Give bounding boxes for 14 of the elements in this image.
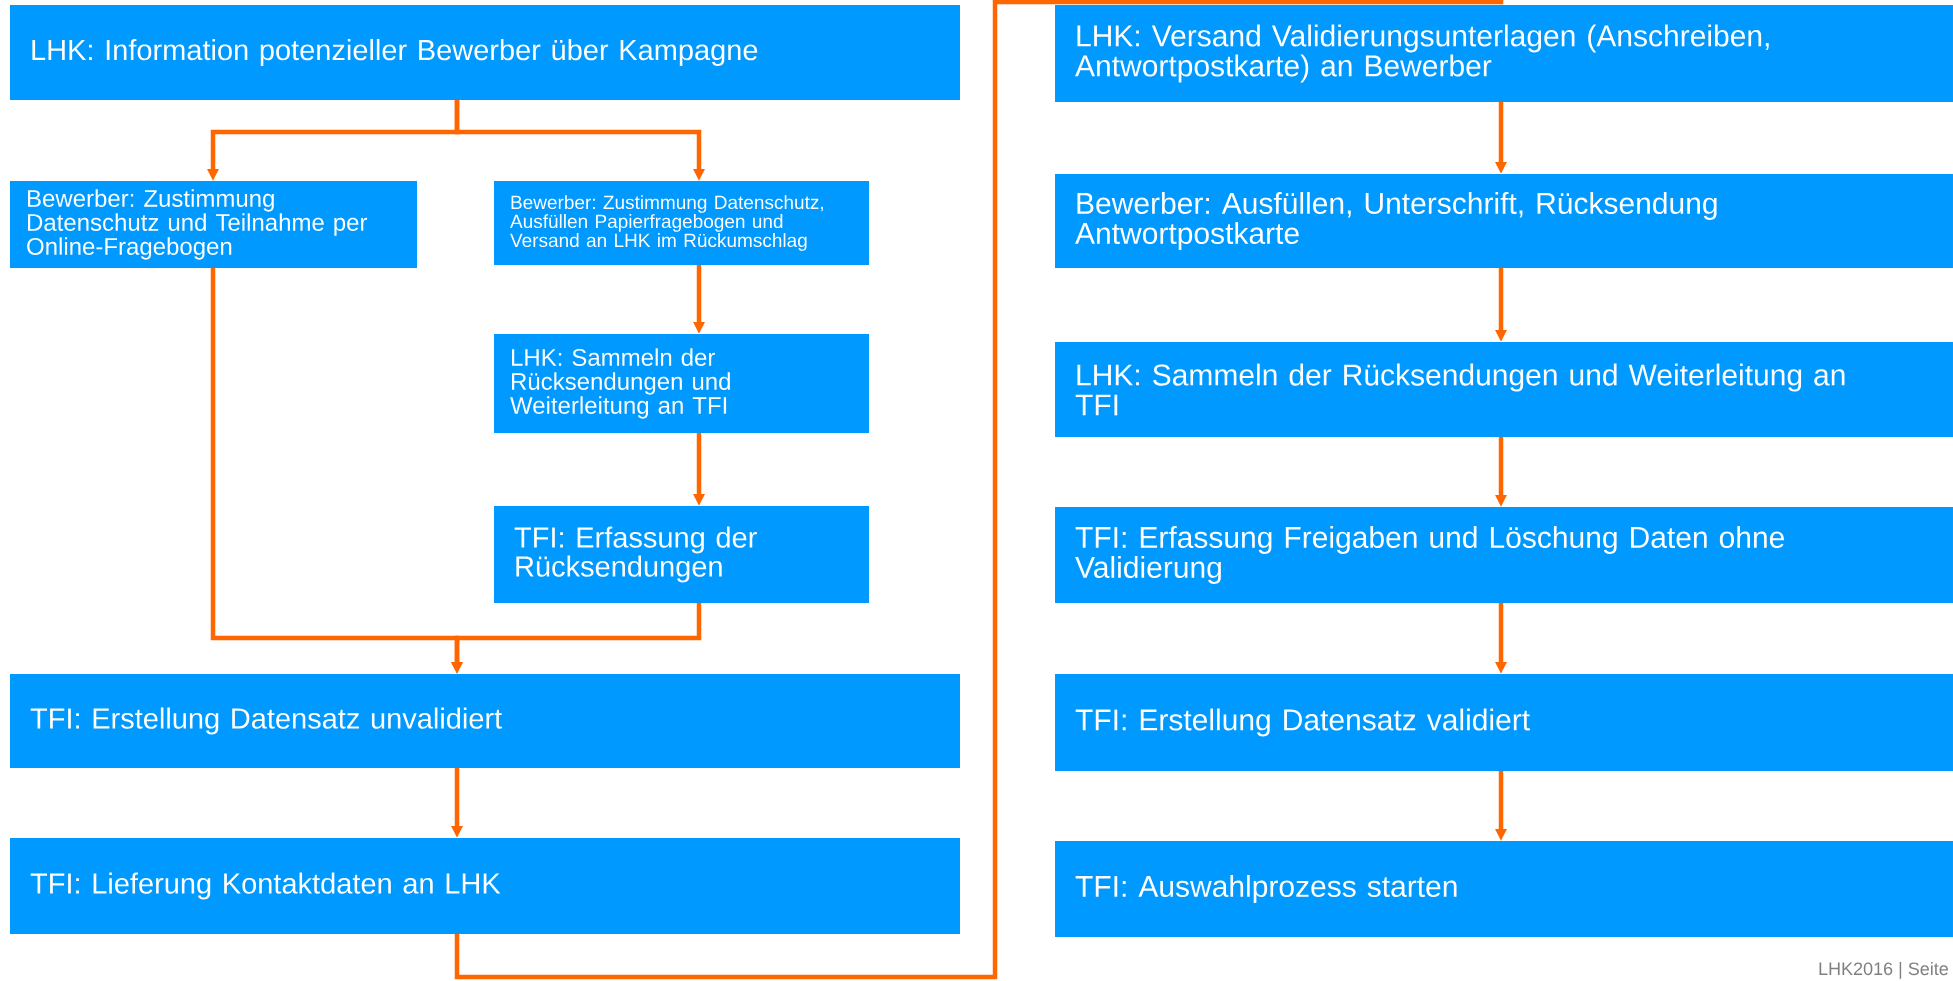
process-box: TFI: Erfassung der Rücksendungen [494, 506, 869, 603]
process-box: Bewerber: Zustimmung Datenschutz, Ausfüllen Papierfragebogen und Versand an LHK im Rückumschlag [494, 181, 869, 265]
process-box: TFI: Erstellung Datensatz validiert [1055, 674, 1953, 771]
process-box: Bewerber: Ausfüllen, Unterschrift, Rücksendung Antwortpostkarte [1055, 174, 1953, 268]
process-box: LHK: Information potenzieller Bewerber über Kampagne [10, 5, 960, 100]
process-box: LHK: Versand Validierungsunterlagen (Anschreiben, Antwortpostkarte) an Bewerber [1055, 5, 1953, 102]
page-footer: LHK2016 | Seite [1819, 961, 1948, 979]
process-box: TFI: Erstellung Datensatz unvalidiert [10, 674, 960, 768]
process-box: Bewerber: Zustimmung Datenschutz und Teilnahme per Online-Fragebogen [10, 181, 417, 268]
process-box: LHK: Sammeln der Rücksendungen und Weiterleitung an TFI [494, 334, 869, 433]
process-box: TFI: Lieferung Kontaktdaten an LHK [10, 838, 960, 934]
process-box: TFI: Auswahlprozess starten [1055, 841, 1953, 937]
process-box: TFI: Erfassung Freigaben und Löschung Daten ohne Validierung [1055, 507, 1953, 603]
process-box: LHK: Sammeln der Rücksendungen und Weiterleitung an TFI [1055, 342, 1953, 437]
